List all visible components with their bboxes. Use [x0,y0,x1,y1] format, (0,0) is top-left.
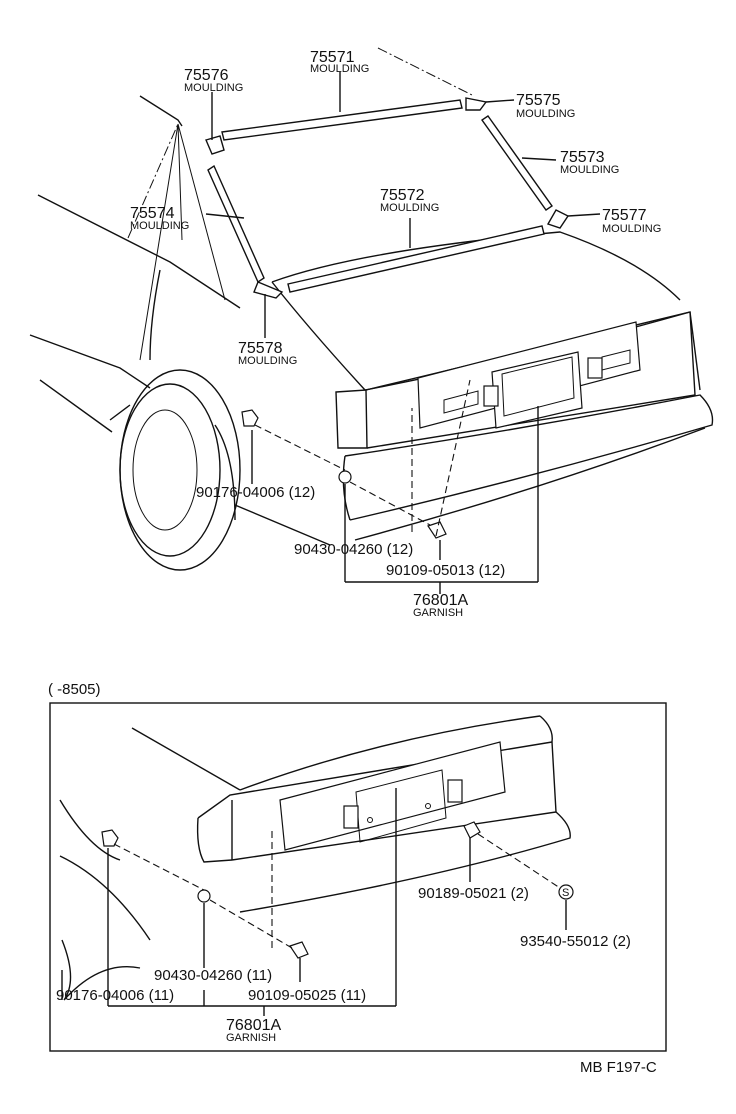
clip-icon [101,829,119,847]
moulding-75577-shape [546,209,570,229]
part-number: 75571 [310,49,355,66]
screw-icon [289,941,309,959]
inset-frame [49,702,667,1052]
moulding-75571-shape [221,99,463,141]
garnish-name: GARNISH [226,1032,276,1044]
moulding-label-75572: 75572 MOULDING [380,187,439,214]
moulding-75578-shape [253,281,284,299]
moulding-label-75571: 75571 MOULDING [310,49,369,75]
moulding-label-75575: 75575 MOULDING [516,92,575,120]
window-mouldings [205,97,570,299]
part-label-clip: 90176-04006 (11) [56,987,174,1004]
moulding-label-75578: 75578 MOULDING [238,340,297,367]
washer-icon [338,470,352,484]
moulding-label-75574: 75574 MOULDING [130,205,189,232]
part-number: 75572 [380,187,425,204]
moulding-label-75576: 75576 MOULDING [184,67,243,94]
part-number: 75574 [130,205,175,222]
part-number: 75576 [184,67,229,84]
s-mark-icon [558,884,574,900]
part-label-washer: 90430-04260 (12) [294,541,413,558]
washer-icon [197,889,211,903]
top-car-body [29,95,714,571]
part-name: MOULDING [560,164,619,176]
bottom-leaders [107,788,567,1016]
part-name: MOULDING [380,202,439,214]
part-number: 75577 [602,207,647,224]
part-number: 75575 [516,92,561,109]
part-name: MOULDING [184,82,243,94]
part-name: MOULDING [516,108,575,120]
part-label-washer: 90430-04260 (11) [154,967,272,984]
part-label-s-mark: 93540-55012 (2) [520,933,631,950]
garnish-number: 76801A [413,592,468,609]
part-name: MOULDING [238,355,297,367]
part-number: 75578 [238,340,283,357]
garnish-name: GARNISH [413,607,463,619]
bolt-icon [463,821,481,839]
part-label-screw: 90109-05025 (11) [248,987,366,1004]
s-mark-letter: S [562,887,569,899]
part-label-bolt: 90189-05021 (2) [418,885,529,902]
bottom-fasteners: S [101,821,574,959]
moulding-75573-shape [481,115,553,211]
bottom-car-body [59,715,571,1001]
part-name: MOULDING [310,63,369,75]
part-name: MOULDING [602,223,661,235]
part-label-screw: 90109-05013 (12) [386,562,505,579]
moulding-label-75577: 75577 MOULDING [602,207,661,235]
moulding-75575-shape [465,97,488,111]
part-name: MOULDING [130,220,189,232]
moulding-75576-shape [205,135,225,155]
range-label: ( -8505) [48,681,101,698]
footer-code: MB F197-C [580,1059,657,1076]
part-label-clip: 90176-04006 (12) [196,484,315,501]
moulding-75574-shape [207,164,265,284]
garnish-number: 76801A [226,1017,281,1034]
moulding-75572-shape [287,225,545,293]
moulding-label-75573: 75573 MOULDING [560,149,619,176]
clip-icon [241,409,259,427]
top-fasteners [241,379,471,539]
part-number: 75573 [560,149,605,166]
top-leaders [205,47,601,594]
